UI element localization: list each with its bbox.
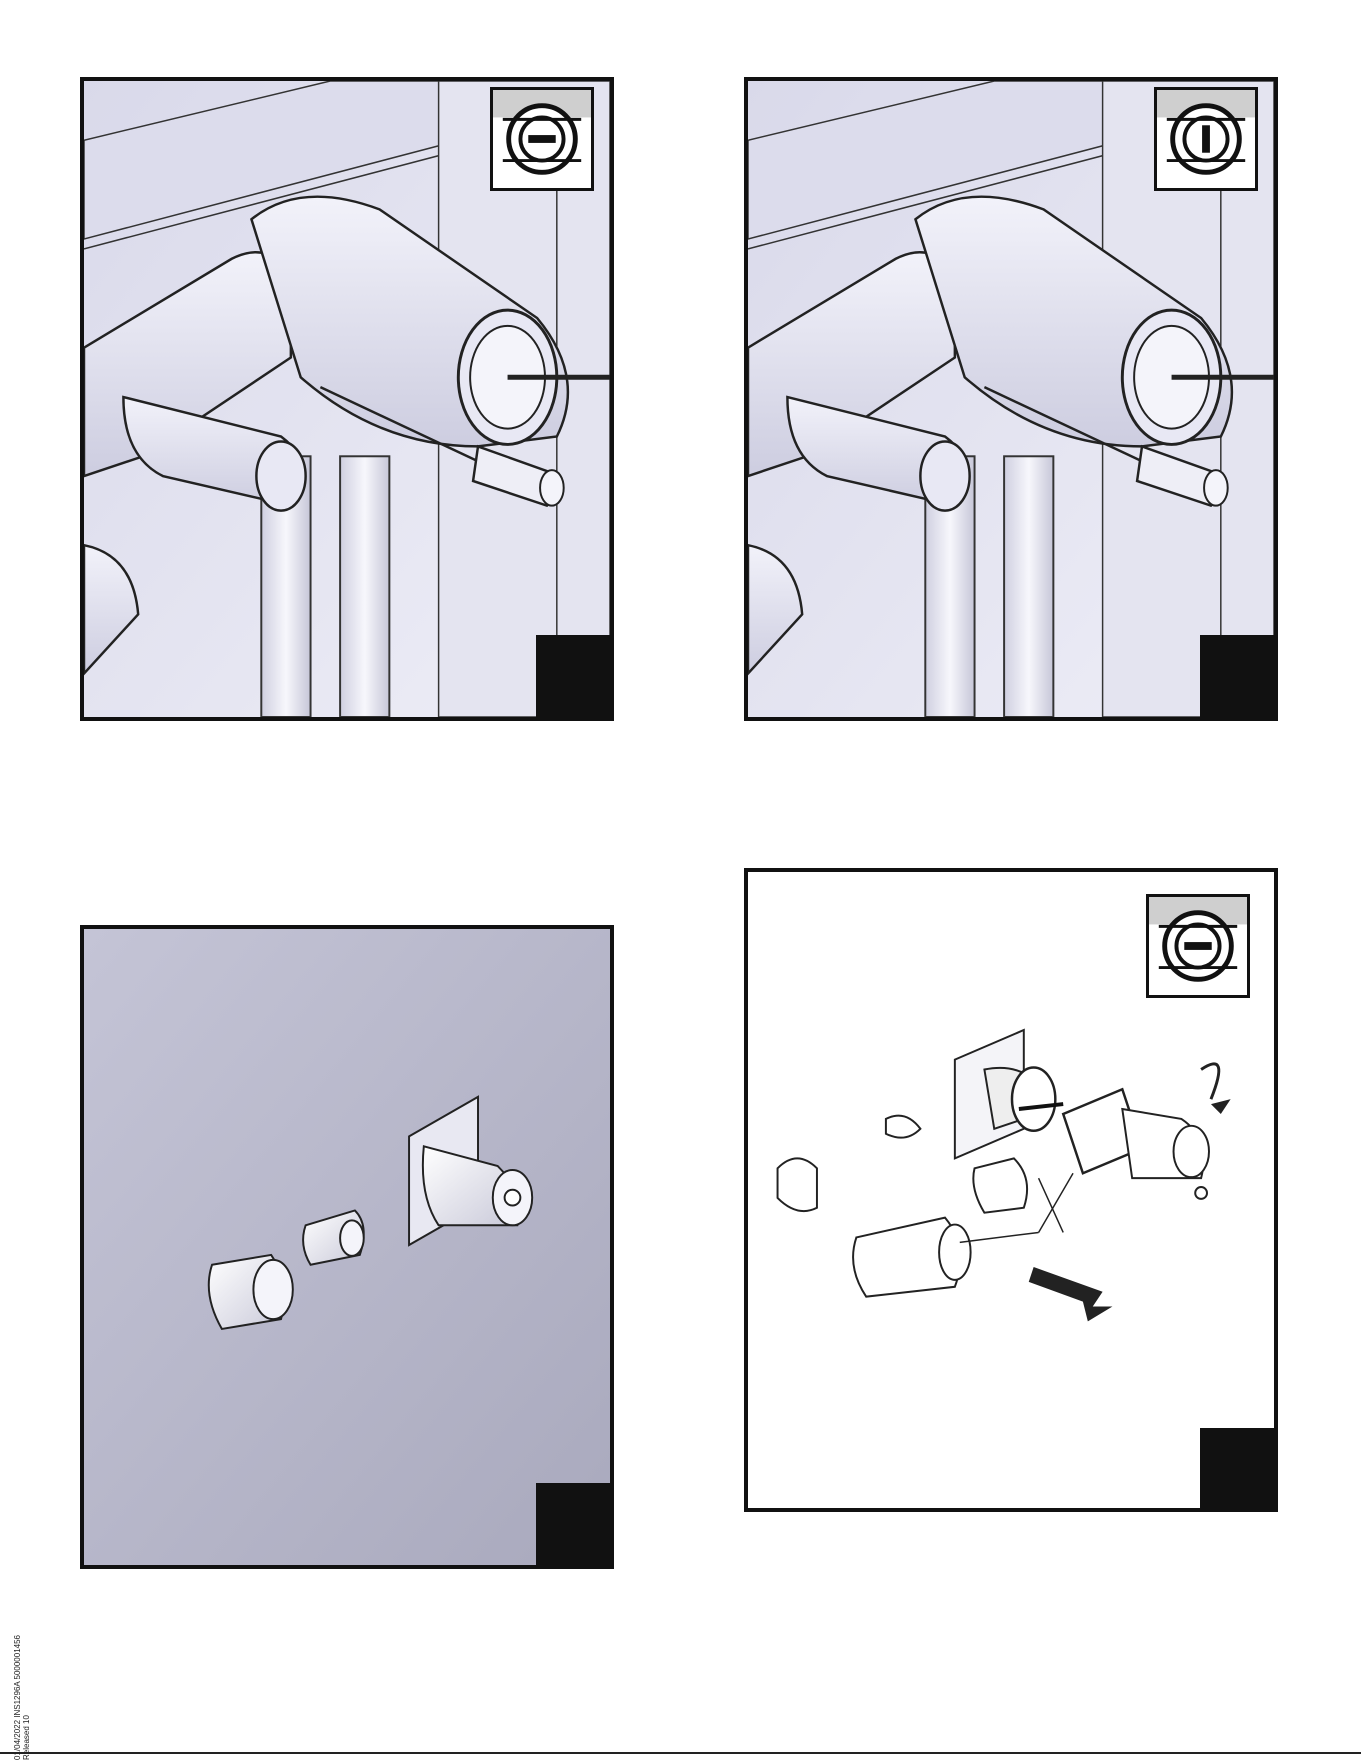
- figure-3-panel: [80, 925, 614, 1569]
- cartridge-slot-horizontal-icon: [490, 87, 594, 191]
- figure-2-panel: [744, 77, 1278, 721]
- document-code-line1: 01/04/2022 INS1296A 5000001456: [13, 1635, 22, 1760]
- page-bottom-rule: [0, 1752, 1361, 1754]
- cartridge-slot-horizontal-icon: [1146, 894, 1250, 998]
- figure-1-panel: [80, 77, 614, 721]
- step-number-box: [1200, 635, 1274, 717]
- step-number-box: [536, 1483, 610, 1565]
- cartridge-slot-vertical-icon: [1154, 87, 1258, 191]
- figure-4-panel: [744, 868, 1278, 1512]
- step-number-box: [1200, 1428, 1274, 1508]
- document-code: 01/04/2022 INS1296A 5000001456 Released …: [14, 1640, 30, 1760]
- trim-assembly-illustration: [84, 929, 610, 1565]
- step-number-box: [536, 635, 610, 717]
